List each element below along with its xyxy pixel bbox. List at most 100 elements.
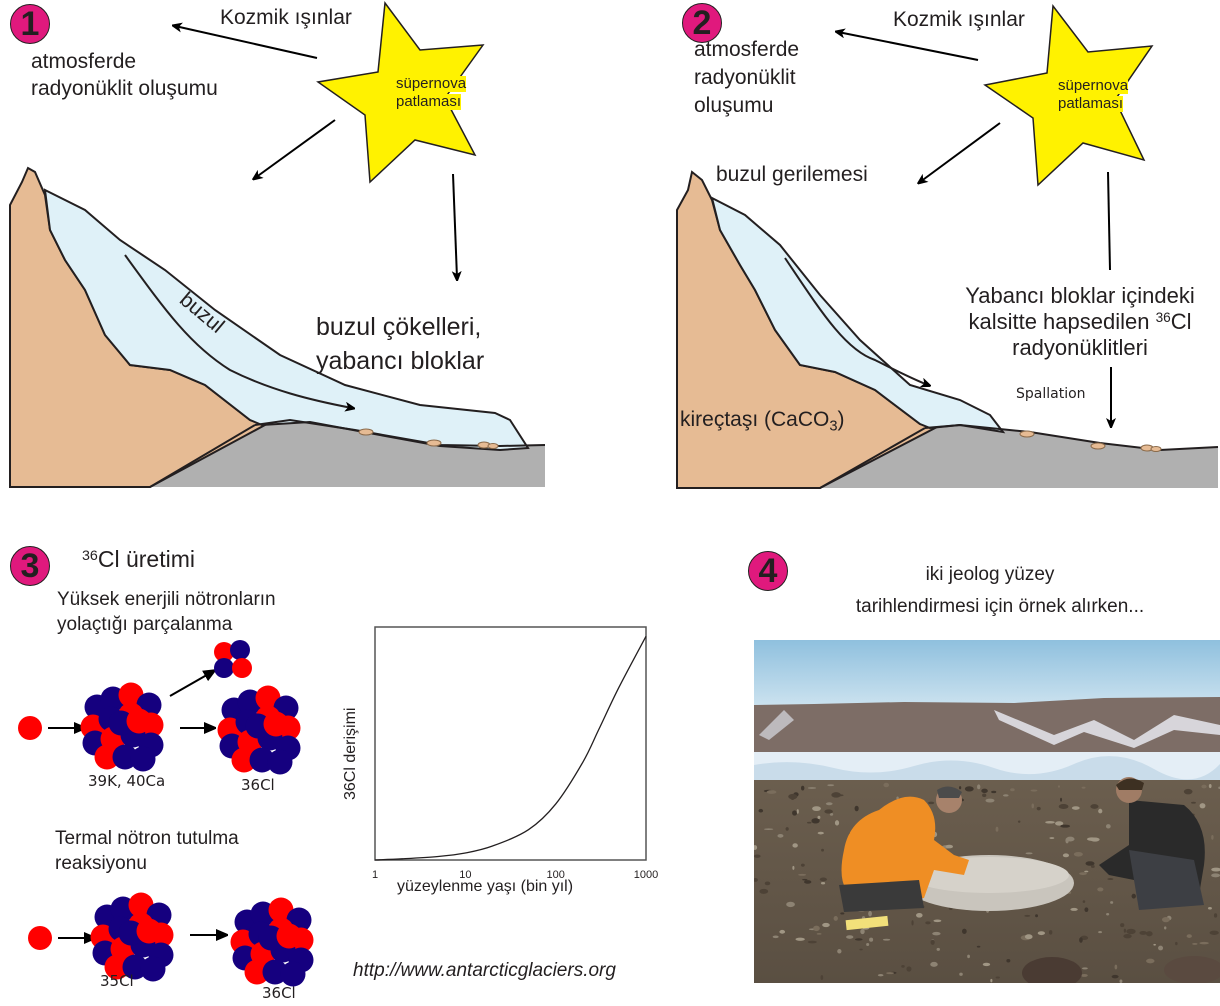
pebble	[821, 848, 824, 852]
pebble	[834, 820, 840, 826]
pebble	[1006, 959, 1011, 963]
pebble	[802, 878, 808, 881]
nuclear-reaction-diagrams	[18, 640, 314, 987]
panel-badge-3: 3	[10, 546, 50, 586]
chart-frame	[374, 626, 647, 861]
pebble	[1037, 931, 1045, 936]
proton	[263, 711, 289, 737]
neutron	[230, 640, 250, 660]
pebble	[877, 974, 884, 977]
pebble	[1085, 861, 1095, 866]
pebble	[1146, 931, 1153, 937]
pebble	[928, 801, 935, 805]
pebble	[827, 784, 835, 787]
pebble	[817, 815, 821, 819]
chart-x-label: yüzeylenme yaşı (bin yıl)	[397, 878, 574, 895]
atmosphere-label-line3: oluşumu	[694, 94, 774, 117]
pebble	[869, 937, 874, 942]
atmosphere-label-line1: atmosferde	[694, 38, 800, 61]
pebble	[866, 942, 870, 946]
pebble	[846, 935, 854, 939]
pebble	[1207, 906, 1212, 910]
pebble	[804, 880, 812, 884]
pebble	[817, 831, 824, 835]
pebble	[801, 785, 805, 791]
pebble	[1153, 943, 1157, 946]
pebble	[833, 916, 838, 921]
pebble	[977, 784, 981, 790]
panel-badge-4: 4	[748, 551, 788, 591]
pebble	[763, 828, 774, 830]
pebble	[840, 912, 845, 915]
pebble	[855, 938, 863, 941]
pebble	[925, 921, 931, 925]
pebble	[825, 802, 833, 806]
pebble	[991, 790, 997, 794]
pebble	[886, 972, 895, 975]
pebble	[788, 793, 798, 800]
proton	[231, 747, 257, 773]
pebble	[1025, 852, 1033, 855]
geologist-left	[841, 796, 969, 902]
pebble	[812, 806, 821, 812]
mountain-ridge	[754, 697, 1220, 755]
pebble	[1211, 873, 1220, 878]
glacier-diagram-2	[676, 4, 1219, 489]
product-nuclide-label-1: 36Cl	[241, 776, 275, 794]
pebble	[777, 833, 784, 838]
pebble	[1071, 806, 1080, 810]
pebble	[796, 809, 799, 814]
neutron	[214, 658, 234, 678]
pebble	[860, 928, 865, 935]
pebble	[1049, 837, 1055, 840]
pebble	[813, 925, 820, 932]
pebble	[1017, 820, 1021, 823]
pebble	[1090, 804, 1099, 809]
pebble	[1057, 785, 1061, 788]
pebble	[967, 954, 970, 959]
pebble	[1139, 930, 1147, 935]
pebble	[1199, 803, 1206, 809]
proton	[136, 918, 162, 944]
pebble	[1024, 934, 1033, 940]
pebble	[807, 821, 812, 824]
pebble	[1211, 867, 1220, 872]
pebble	[1058, 804, 1069, 810]
pebble	[1073, 852, 1083, 857]
proton	[276, 923, 302, 949]
pebble	[1098, 808, 1103, 814]
pebble	[766, 790, 777, 794]
x-tick-label: 10	[459, 869, 471, 881]
pebble	[1035, 914, 1038, 918]
pebble	[1105, 824, 1111, 829]
pebble	[936, 947, 940, 951]
pebble	[859, 948, 863, 951]
pebble	[1107, 878, 1114, 880]
chart-y-label: 36Cl derişimi	[342, 707, 359, 800]
pebble	[811, 818, 820, 824]
target-nucleus-2	[90, 892, 174, 982]
pebble	[792, 810, 798, 816]
pebble	[1191, 801, 1196, 804]
atmosphere-label-line1: atmosferde	[31, 50, 137, 73]
pebble	[829, 813, 834, 816]
boulder	[1019, 430, 1035, 438]
neutron	[140, 956, 166, 982]
pebble	[958, 786, 962, 790]
pebble	[916, 913, 923, 918]
product-nucleus-2	[230, 897, 314, 987]
pebble	[1119, 979, 1123, 983]
pebble	[911, 920, 914, 926]
pebble	[932, 931, 941, 936]
pebble	[807, 787, 817, 789]
boulder	[358, 428, 374, 436]
pebble	[1183, 788, 1193, 795]
capture-heading-line2: reaksiyonu	[55, 853, 147, 874]
spallation-heading-line2: yolaçtığı parçalanma	[57, 614, 233, 635]
cosmic-rays-label: Kozmik ışınlar	[893, 8, 1025, 31]
pebble	[1158, 945, 1164, 951]
trapped-line-1: Yabancı bloklar içindeki	[965, 283, 1195, 308]
proton	[244, 959, 270, 985]
pebble	[868, 910, 872, 917]
